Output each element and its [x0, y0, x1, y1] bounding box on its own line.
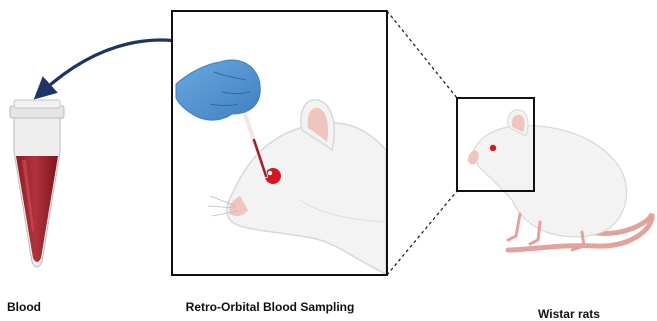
caption-blood: Blood [7, 300, 41, 314]
zoom-line-top [387, 11, 457, 98]
caption-rats: Wistar rats [538, 307, 600, 321]
microcentrifuge-tube-icon [10, 100, 64, 267]
wistar-rat-icon [468, 110, 652, 250]
zoom-line-bottom [387, 191, 457, 275]
caption-procedure: Retro-Orbital Blood Sampling [186, 300, 355, 314]
